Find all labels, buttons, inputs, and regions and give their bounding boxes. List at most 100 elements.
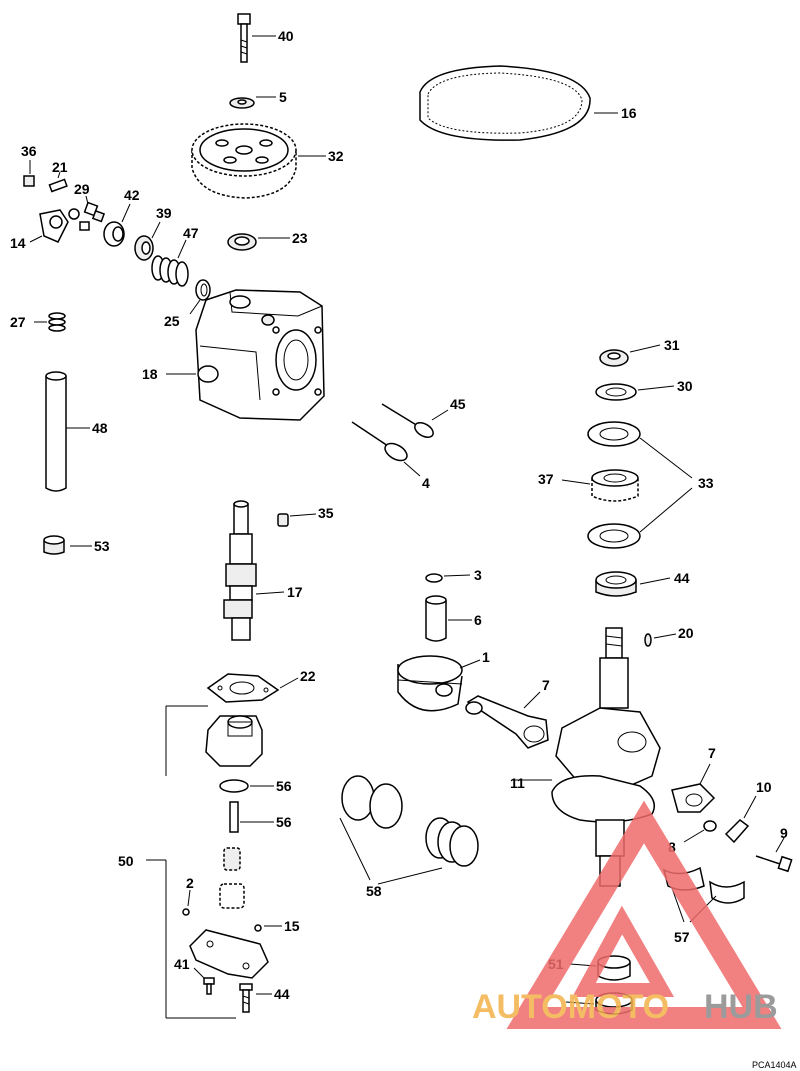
watermark-triangle-icon <box>506 800 782 1029</box>
label-37: 37 <box>538 471 554 487</box>
label-50: 2 <box>186 875 194 891</box>
part-2-piston-rings <box>341 775 479 867</box>
watermark-logo: AUTOMOTO HUB <box>472 800 782 1029</box>
label-22: 22 <box>300 668 316 684</box>
part-31-nut <box>599 349 629 367</box>
label-1: 1 <box>482 649 490 665</box>
part-36-nut <box>23 175 35 187</box>
label-31: 31 <box>664 337 680 353</box>
part-9-bolt <box>755 855 793 873</box>
label-23: 23 <box>292 230 308 246</box>
part-57-screw <box>203 977 215 995</box>
part-32-cam-pulley <box>191 123 297 199</box>
label-21: 21 <box>52 159 68 175</box>
part-58-ball <box>254 924 262 932</box>
part-pump-gear-large <box>219 883 245 909</box>
label-29: 29 <box>74 181 90 197</box>
label-42: 42 <box>124 187 140 203</box>
label-25: 25 <box>164 313 180 329</box>
part-23-oil-seal <box>227 233 257 251</box>
part-47-spring <box>151 255 189 287</box>
watermark-text-suffix: HUB <box>704 988 778 1026</box>
label-20: 20 <box>678 625 694 641</box>
watermark-text-prefix: AUTOMOTO <box>472 988 669 1026</box>
watermark-inner-triangle-icon <box>572 905 675 997</box>
part-40-bolt <box>237 13 251 63</box>
label-10: 10 <box>756 779 772 795</box>
part-7-connecting-rod <box>465 695 549 749</box>
figure-code: PCA1404A <box>752 1060 797 1070</box>
part-4-valve <box>351 421 408 462</box>
label-44-upper: 44 <box>674 570 690 586</box>
part-42-bushing <box>103 221 125 247</box>
part-25-o-ring <box>195 279 211 301</box>
part-20-key <box>644 633 652 647</box>
label-5: 5 <box>279 89 287 105</box>
part-48-tube <box>45 371 67 492</box>
label-58: 15 <box>284 918 300 934</box>
label-36: 36 <box>21 143 37 159</box>
part-3-ring <box>425 573 443 583</box>
label-30: 30 <box>677 378 693 394</box>
part-39-seal <box>134 235 154 261</box>
part-37-bearing <box>591 469 639 502</box>
part-30-washer <box>595 383 637 401</box>
label-51: 44 <box>274 986 290 1002</box>
part-56-o-ring <box>219 779 249 793</box>
label-7-cap: 7 <box>708 745 716 761</box>
part-44-seal-upper <box>595 571 637 597</box>
label-17: 17 <box>287 584 303 600</box>
label-56-shaft: 56 <box>276 814 292 830</box>
label-57: 41 <box>174 956 190 972</box>
label-6: 6 <box>474 612 482 628</box>
part-50-ball <box>182 908 190 916</box>
label-14: 14 <box>10 235 26 251</box>
part-7-rod-cap <box>671 783 716 813</box>
part-pump-housing <box>205 715 263 767</box>
label-16: 16 <box>621 105 637 121</box>
label-47: 47 <box>183 225 199 241</box>
label-27: 27 <box>10 314 26 330</box>
part-18-cylinder-housing <box>195 289 325 421</box>
label-35: 35 <box>318 505 334 521</box>
part-53-bushing <box>43 535 65 555</box>
label-53: 53 <box>94 538 110 554</box>
part-22-gasket <box>206 673 280 703</box>
label-45: 45 <box>450 396 466 412</box>
part-33-thrust-washer-top <box>587 421 641 447</box>
part-6-piston-pin <box>425 595 447 642</box>
part-11-crankshaft <box>551 627 661 887</box>
part-17-camshaft <box>223 500 257 641</box>
label-40: 40 <box>278 28 294 44</box>
label-56-oring: 56 <box>276 778 292 794</box>
part-51-screw <box>239 983 253 1013</box>
part-29-keys <box>79 201 106 231</box>
part-10-lock-plate <box>724 819 750 844</box>
label-4: 4 <box>422 475 430 491</box>
label-33: 33 <box>698 475 714 491</box>
part-pump-cover <box>189 929 269 979</box>
part-27-spring <box>48 312 66 332</box>
part-5-washer <box>229 97 255 109</box>
label-39: 39 <box>156 205 172 221</box>
label-48: 48 <box>92 420 108 436</box>
part-14-lever <box>39 208 80 243</box>
label-32: 32 <box>328 148 344 164</box>
label-9: 9 <box>780 825 788 841</box>
label-8: 8 <box>668 839 676 855</box>
label-54: 50 <box>118 853 134 869</box>
part-pump-gear-small <box>223 847 241 871</box>
label-7-rod: 7 <box>542 677 550 693</box>
label-15: 57 <box>674 929 690 945</box>
part-45-valve <box>381 403 434 438</box>
label-18: 18 <box>142 366 158 382</box>
part-16-timing-belt <box>419 65 591 141</box>
label-3: 3 <box>474 567 482 583</box>
label-11: 11 <box>510 775 525 791</box>
part-1-piston <box>397 655 463 712</box>
part-33-thrust-washer-bottom <box>587 523 641 549</box>
part-56-shaft <box>229 801 239 833</box>
part-35-key <box>277 513 289 527</box>
